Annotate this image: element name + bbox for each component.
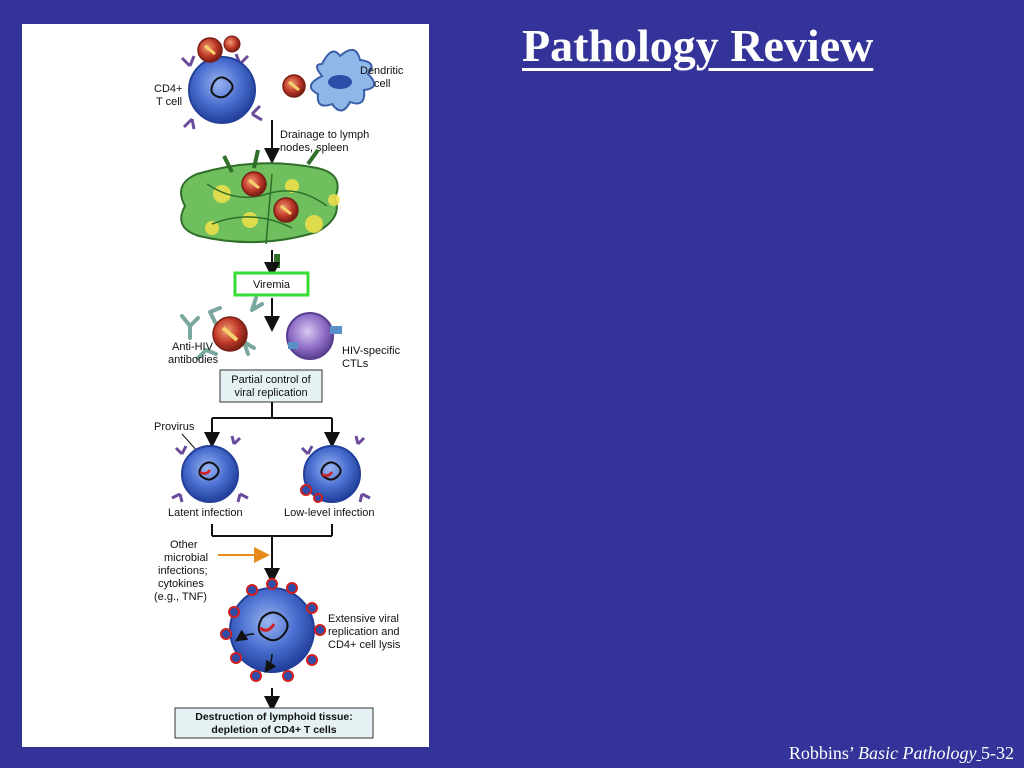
citation-author: Robbins’ <box>788 743 854 763</box>
merge-arrows <box>211 524 333 584</box>
low-level-infection-label: Low-level infection <box>284 507 375 519</box>
cd4-label-line2: T cell <box>156 96 182 108</box>
other-infections-line3: infections; <box>158 565 208 577</box>
other-infections-line5: (e.g., TNF) <box>154 591 207 603</box>
dendritic-label-line1: Dendritic <box>360 65 404 77</box>
lysing-cd4-cell <box>229 587 315 673</box>
hiv-virion <box>241 171 267 197</box>
partial-control-line1: Partial control of <box>231 374 311 386</box>
viremia-box <box>233 271 310 297</box>
citation-book: Basic Pathology <box>858 743 977 763</box>
extensive-line2: replication and <box>328 626 400 638</box>
hiv-virion <box>197 37 223 63</box>
latent-infection-label: Latent infection <box>168 507 243 519</box>
anti-hiv-label-line2: antibodies <box>168 354 219 366</box>
cd4-t-cell <box>180 53 263 130</box>
ctl-label-line2: CTLs <box>342 358 369 370</box>
provirus-label: Provirus <box>154 421 195 433</box>
low-level-infected-cell <box>300 435 371 503</box>
ctl-label-line1: HIV-specific <box>342 345 401 357</box>
destruction-box <box>174 707 374 739</box>
destruction-line2: depletion of CD4+ T cells <box>211 724 336 736</box>
hiv-virion <box>282 74 306 98</box>
partial-control-box <box>219 369 323 403</box>
hiv-virion <box>223 35 241 53</box>
cd4-label-line1: CD4+ <box>154 83 182 95</box>
hiv-virion <box>273 197 299 223</box>
latent-infected-cell <box>171 435 249 503</box>
branch-arrows <box>204 402 340 448</box>
other-infections-line1: Other <box>170 539 198 551</box>
hiv-virion <box>212 316 248 352</box>
dendritic-label-line2: cell <box>374 78 391 90</box>
viremia-label: Viremia <box>253 279 291 291</box>
extensive-line1: Extensive viral <box>328 613 399 625</box>
drainage-label-line1: Drainage to lymph <box>280 129 369 141</box>
lymph-node <box>180 148 340 268</box>
anti-hiv-antibodies <box>180 296 264 360</box>
citation-page: 5-32 <box>981 743 1014 763</box>
hiv-specific-ctl <box>286 312 342 360</box>
dendritic-cell <box>310 49 375 112</box>
other-infections-line2: microbial <box>164 552 208 564</box>
slide-title: Pathology Review <box>522 20 874 71</box>
hiv-pathogenesis-figure: CD4+ T cell Dendritic cell Drainage to l… <box>22 24 429 747</box>
partial-control-line2: viral replication <box>234 387 307 399</box>
budding-virions <box>220 578 326 682</box>
other-infections-line4: cytokines <box>158 578 204 590</box>
drainage-label-line2: nodes, spleen <box>280 142 349 154</box>
hiv-pathogenesis-diagram: CD4+ T cell Dendritic cell Drainage to l… <box>154 35 404 739</box>
extensive-line3: CD4+ cell lysis <box>328 639 401 651</box>
anti-hiv-label-line1: Anti-HIV <box>172 341 214 353</box>
slide-citation: Robbins’ Basic Pathology 5-32 <box>789 743 1014 764</box>
destruction-line1: Destruction of lymphoid tissue: <box>195 711 353 723</box>
